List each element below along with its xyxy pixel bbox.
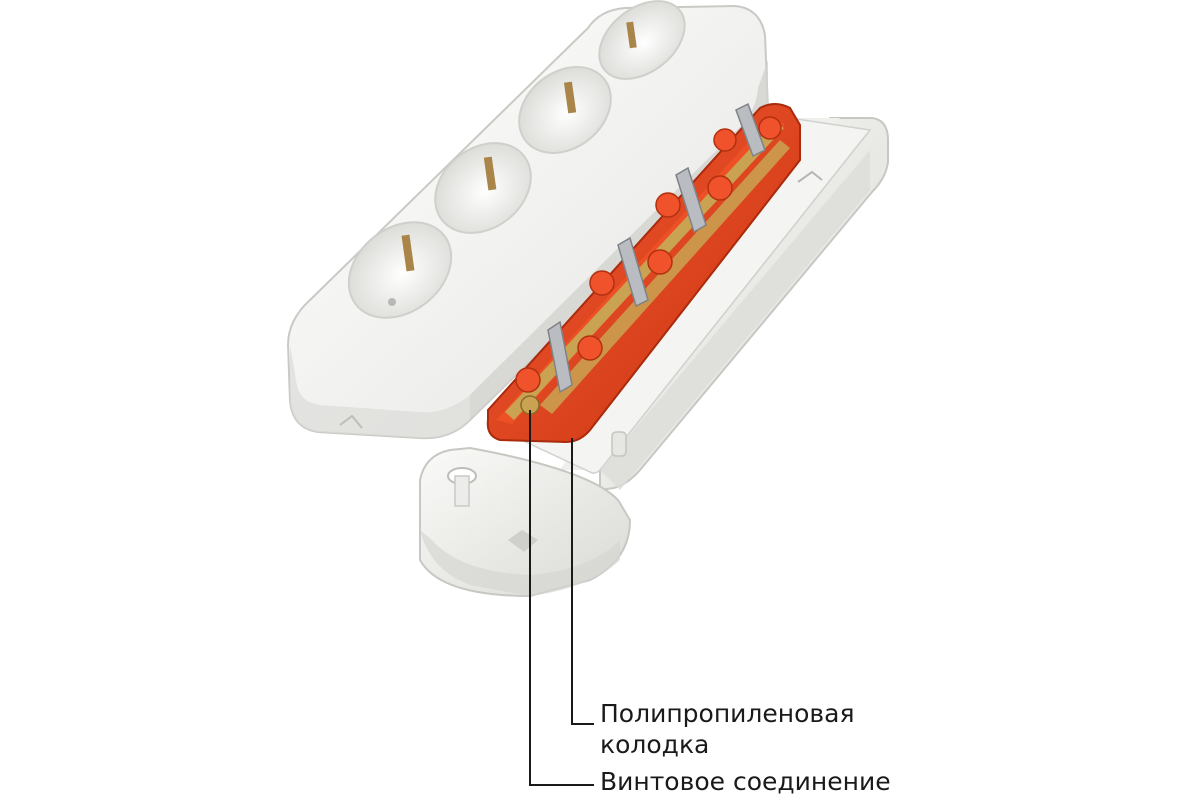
- top-cover: [286, 0, 770, 440]
- leader-lines: [529, 410, 594, 786]
- callout-terminal-block-line1: Полипропиленовая: [600, 699, 855, 728]
- socket-outlet: [518, 66, 612, 154]
- socket-outlet: [598, 0, 686, 80]
- callout-screw-label: Винтовое соединение: [600, 766, 891, 797]
- leader-line-screw: [529, 410, 594, 786]
- socket-outlet: [434, 142, 532, 234]
- socket-outlet: [347, 221, 453, 319]
- callout-terminal-block-line2: колодка: [600, 730, 710, 759]
- end-cap: [419, 446, 632, 598]
- callout-terminal-block-label: Полипропиленовая колодка: [600, 698, 855, 760]
- callout-screw-line1: Винтовое соединение: [600, 767, 891, 796]
- terminal-block: [486, 102, 801, 444]
- leader-line-terminal-block: [571, 438, 594, 725]
- contact-clips: [547, 102, 766, 394]
